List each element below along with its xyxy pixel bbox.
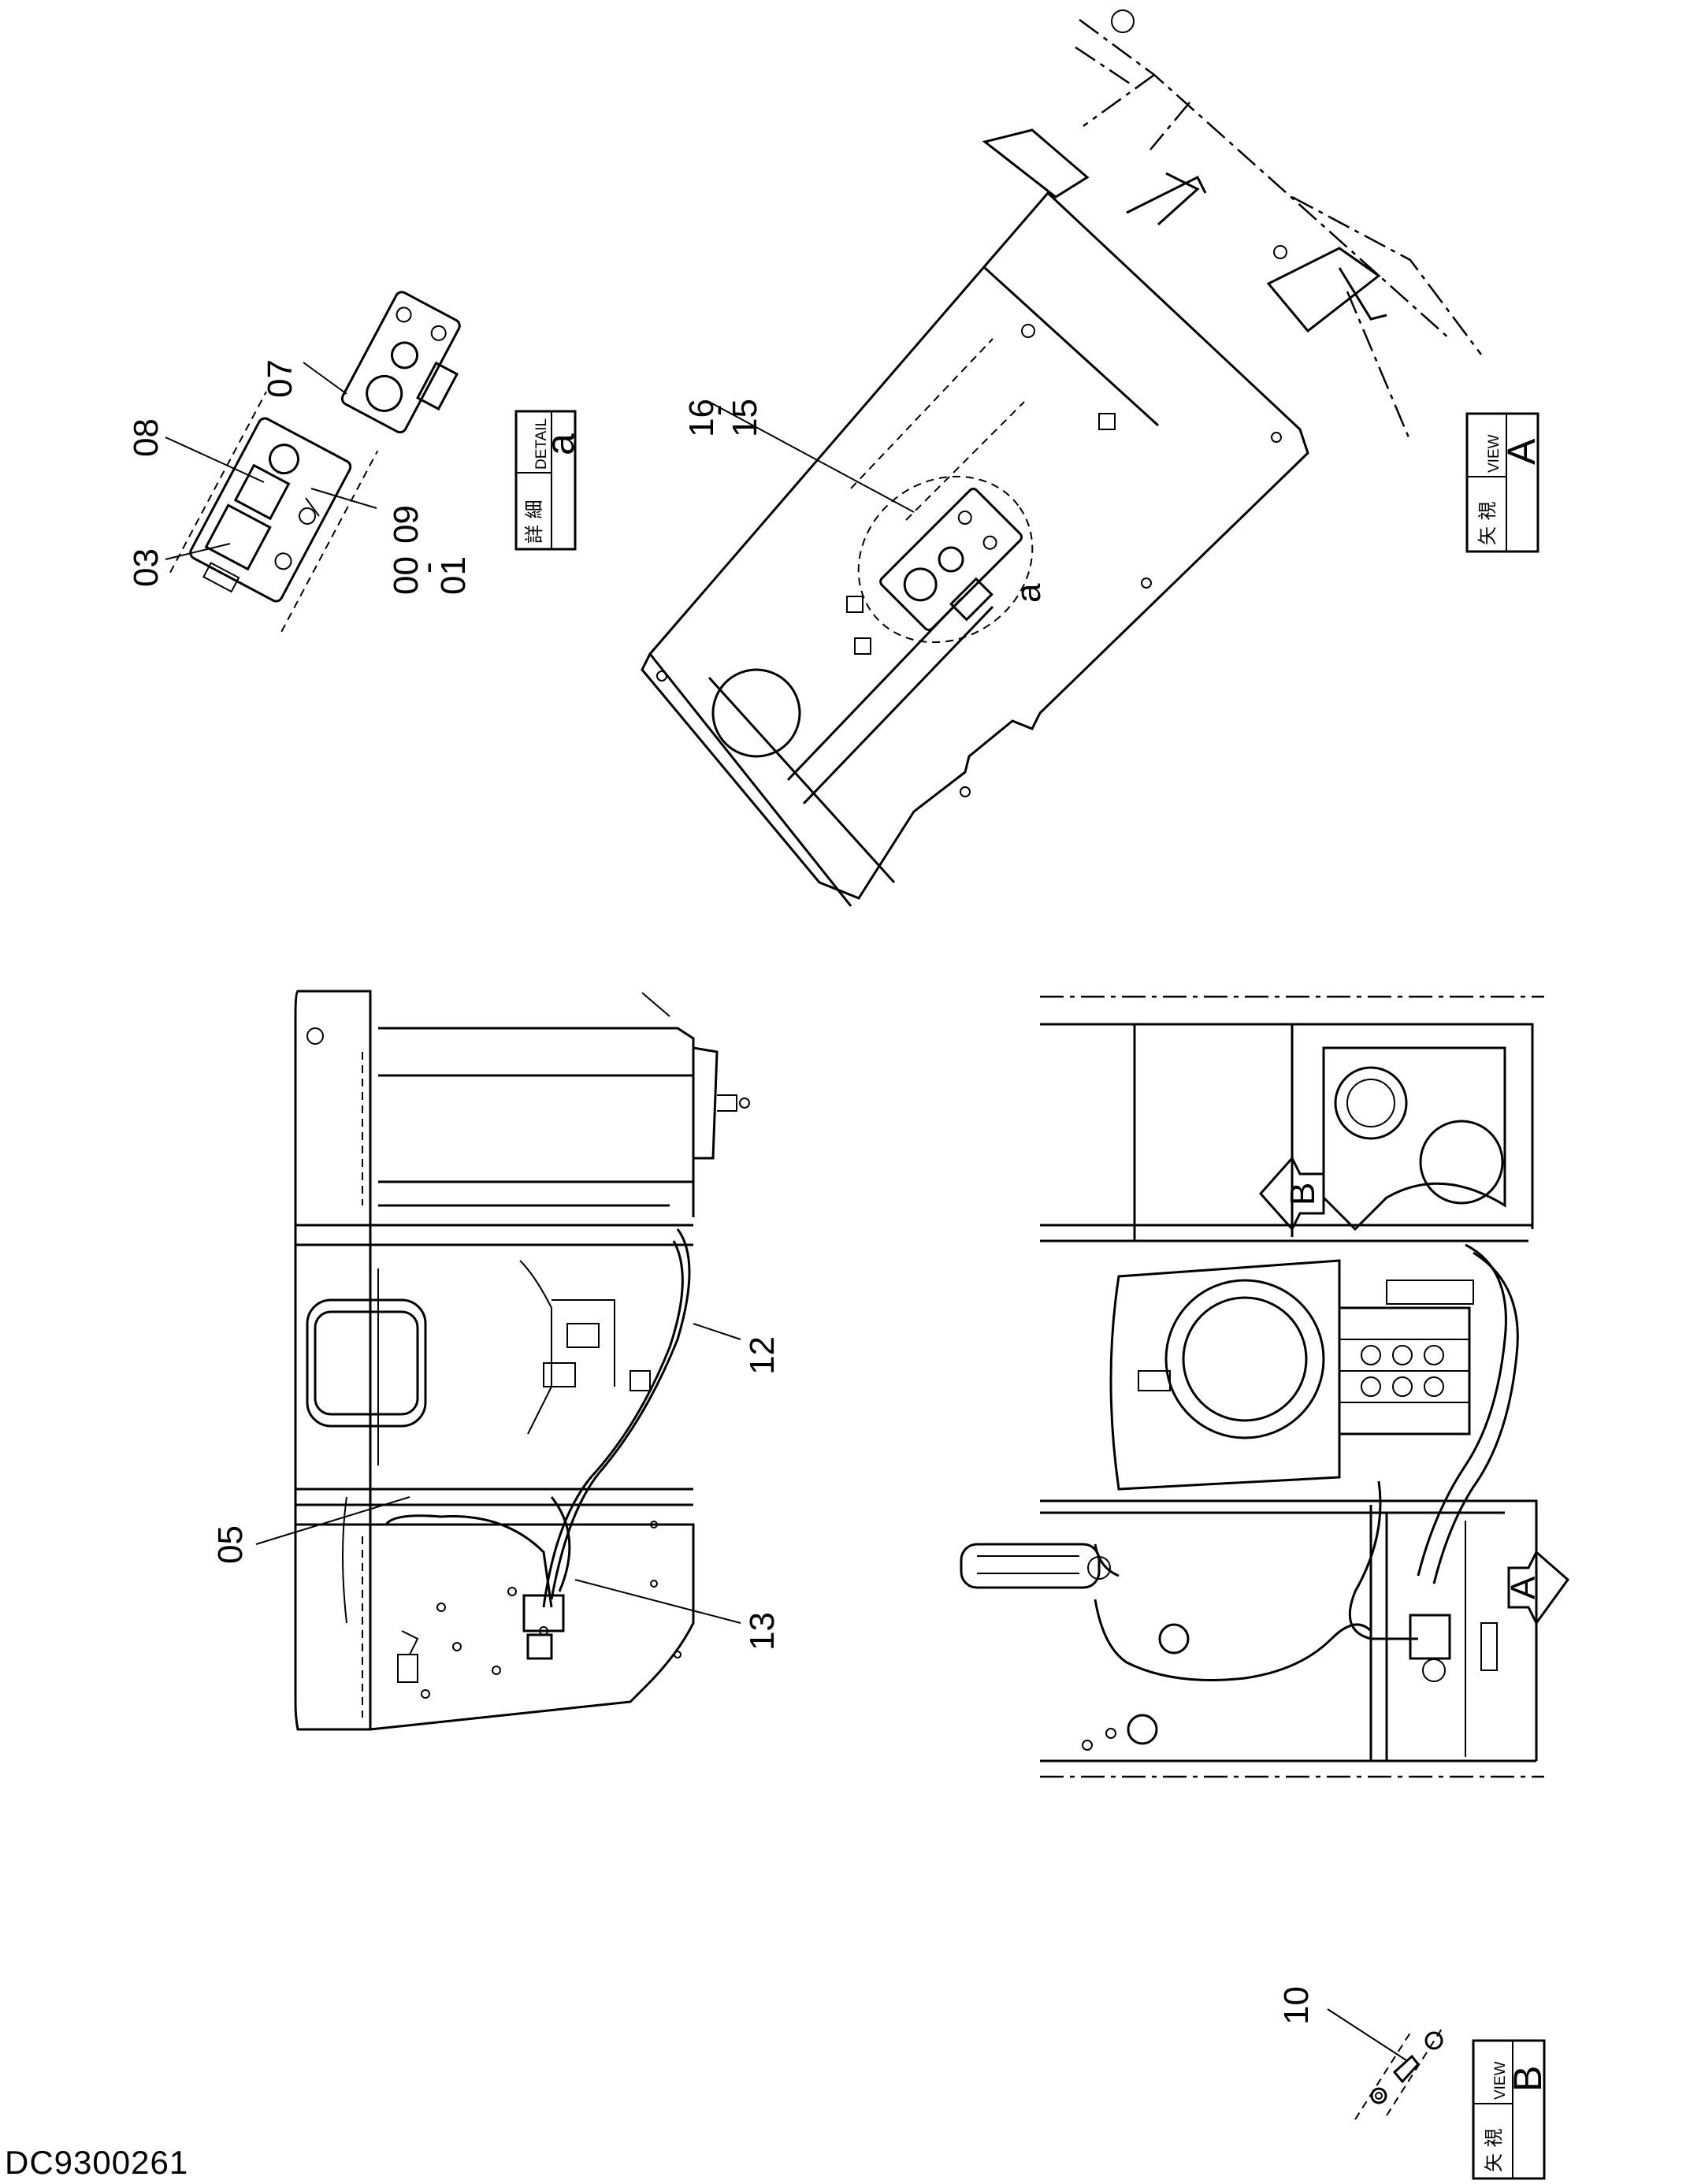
view-b-jp-label: 矢 視 (1483, 2128, 1505, 2172)
view-a-valve (879, 488, 1023, 631)
callout-16: 16 (682, 399, 721, 437)
view-a-arrow: A (1504, 1550, 1570, 1625)
swing-bearing-ring (1164, 1279, 1325, 1439)
callout-01: 01 (434, 556, 473, 595)
plan-view-left (294, 990, 750, 1731)
view-a-chassis (641, 9, 1482, 907)
callout-08: 08 (127, 418, 165, 457)
view-b-label-box: 矢 視 VIEW B (1472, 2039, 1550, 2180)
callout-12: 12 (743, 1336, 782, 1375)
leader-13 (574, 1579, 741, 1624)
view-b-fitting (1354, 2028, 1443, 2120)
callout-00: 00 (387, 556, 425, 595)
control-lever (960, 1543, 1101, 1589)
callout-15: 15 (726, 399, 764, 437)
detail-a-circle-mark (857, 475, 1034, 644)
detail-a-label-box: 詳 細 DETAIL a (514, 410, 582, 551)
leader-12 (693, 1323, 741, 1340)
view-b-letter: B (1506, 2066, 1550, 2092)
view-b-en-label: VIEW (1492, 2061, 1509, 2100)
view-b-arrow: B (1258, 1156, 1325, 1231)
callout-03: 03 (127, 548, 165, 587)
leader-05 (255, 1496, 410, 1545)
leader-15 (708, 401, 915, 513)
slew-drive-circle (1334, 1066, 1408, 1140)
view-a-label-box: 矢 視 VIEW A (1465, 412, 1543, 553)
detail-a-valve-assembly (169, 391, 379, 633)
detail-a-leaders (165, 362, 377, 560)
arrow-letter-b: B (1283, 1183, 1322, 1205)
callout-13: 13 (743, 1612, 782, 1651)
detail-jp-label: 詳 細 (523, 500, 545, 544)
leader-10 (1327, 2008, 1407, 2061)
callout-dash-01: - (408, 562, 447, 574)
detail-en-label: DETAIL (533, 418, 550, 470)
callout-dash-15: - (698, 404, 737, 416)
view-a-en-label: VIEW (1486, 434, 1502, 473)
callout-10: 10 (1277, 1986, 1316, 2025)
plan-view-right (960, 995, 1544, 1778)
arrow-letter-a: A (1504, 1576, 1543, 1599)
callout-05: 05 (211, 1525, 250, 1564)
view-a-jp-label: 矢 視 (1476, 501, 1499, 545)
detail-a-upper-valve (340, 291, 461, 434)
drawing-code: DC9300261 (5, 2144, 189, 2181)
detail-a-marker: a (1009, 583, 1048, 603)
callout-07: 07 (261, 359, 299, 398)
view-a-letter: A (1499, 438, 1543, 465)
detail-letter: a (538, 433, 582, 455)
callout-09: 09 (387, 505, 425, 544)
